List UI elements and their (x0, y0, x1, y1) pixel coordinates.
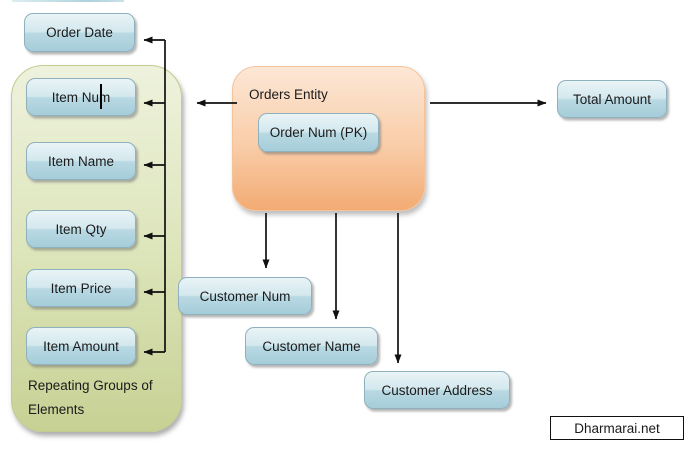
node-item-amount: Item Amount (26, 327, 136, 365)
node-order-num-pk: Order Num (PK) (258, 113, 379, 152)
node-item-name: Item Name (26, 142, 136, 180)
node-total-amount: Total Amount (557, 80, 667, 118)
text-cursor (100, 84, 102, 109)
node-item-num: Item Num (26, 78, 136, 116)
node-item-qty: Item Qty (26, 210, 136, 248)
node-customer-num: Customer Num (178, 277, 312, 315)
node-customer-name: Customer Name (245, 327, 378, 365)
repeating-group-caption: Repeating Groups of Elements (28, 378, 153, 417)
watermark-label: Dharmarai.net (574, 420, 660, 436)
watermark-box: Dharmarai.net (550, 416, 684, 440)
node-customer-address: Customer Address (364, 371, 510, 409)
orders-entity-label: Orders Entity (249, 87, 328, 102)
node-item-price: Item Price (26, 269, 136, 307)
repeating-group-container (11, 65, 182, 432)
cropped-shape-edge (12, 0, 124, 2)
node-order-date: Order Date (24, 13, 135, 52)
